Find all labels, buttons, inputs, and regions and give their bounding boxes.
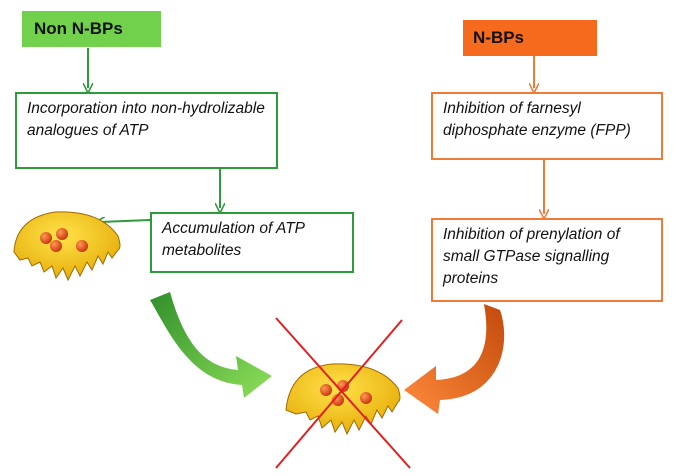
red-cross-icon xyxy=(275,317,411,469)
box-inhibition-prenylation: Inhibition of prenylation of small GTPas… xyxy=(431,218,663,302)
header-n-bps: N-BPs xyxy=(463,20,597,56)
box-accumulation-atp-metabolites: Accumulation of ATP metabolites xyxy=(150,212,354,273)
box-inhibition-farnesyl-enzyme: Inhibition of farnesyl diphosphate enzym… xyxy=(431,92,663,160)
curved-arrow-orange-icon xyxy=(404,304,505,414)
inhibited-osteoclast-cell-icon xyxy=(285,363,401,436)
curved-arrow-green-icon xyxy=(150,292,272,398)
osteoclast-cell-icon xyxy=(13,211,121,282)
header-non-n-bps: Non N-BPs xyxy=(22,11,161,47)
arrow-accumulation-to-cell xyxy=(100,220,151,222)
box-incorporation-atp-analogues: Incorporation into non-hydrolizable anal… xyxy=(15,92,278,169)
